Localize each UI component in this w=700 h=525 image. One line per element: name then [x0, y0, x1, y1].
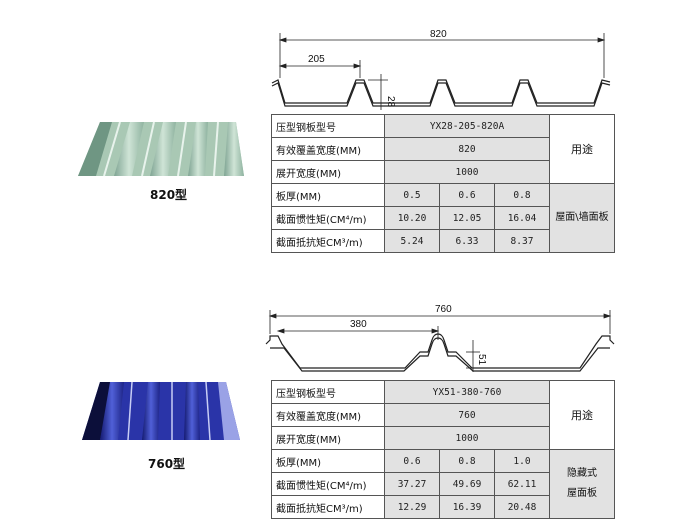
resist-value: 20.48	[494, 495, 550, 519]
usage-value-line1: 隐藏式	[567, 468, 597, 479]
usage-header: 用途	[549, 114, 615, 184]
unfold-value: 1000	[384, 160, 550, 184]
table-row: 展开宽度(MM) 1000	[271, 426, 615, 450]
model-value: YX28-205-820A	[384, 114, 550, 138]
usage-header: 用途	[549, 380, 615, 450]
thickness-value: 0.6	[384, 449, 440, 473]
profile-760-outline	[265, 333, 615, 372]
inertia-value: 12.05	[439, 206, 495, 230]
resist-value: 5.24	[384, 229, 440, 253]
resist-value: 8.37	[494, 229, 550, 253]
inertia-value: 16.04	[494, 206, 550, 230]
thickness-label: 板厚(MM)	[271, 183, 385, 207]
unfold-value: 1000	[384, 426, 550, 450]
thickness-value: 0.5	[384, 183, 440, 207]
resist-label: 截面抵抗矩CM³/m)	[271, 495, 385, 519]
thickness-value: 0.8	[439, 449, 495, 473]
usage-value-line2: 屋面板	[567, 488, 597, 499]
unfold-label: 展开宽度(MM)	[271, 160, 385, 184]
inertia-label: 截面惯性矩(CM⁴/m)	[271, 206, 385, 230]
spec-table-820: 压型钢板型号 YX28-205-820A 用途 有效覆盖宽度(MM) 820 展…	[271, 114, 615, 253]
coverage-label: 有效覆盖宽度(MM)	[271, 137, 385, 161]
table-row: 压型钢板型号 YX28-205-820A 用途	[271, 114, 615, 184]
usage-value: 隐藏式 屋面板	[549, 449, 615, 519]
table-row: 板厚(MM) 0.6 0.8 1.0 隐藏式 屋面板	[271, 449, 615, 519]
inertia-value: 62.11	[494, 472, 550, 496]
table-row: 截面抵抗矩CM³/m) 5.24 6.33 8.37	[271, 229, 615, 253]
usage-value: 屋面\墙面板	[549, 183, 615, 253]
coverage-value: 760	[384, 403, 550, 427]
model-label: 压型钢板型号	[271, 114, 385, 138]
inertia-value: 37.27	[384, 472, 440, 496]
table-row: 板厚(MM) 0.5 0.6 0.8 屋面\墙面板	[271, 183, 615, 253]
panel1-caption: 820型	[150, 188, 188, 202]
table-row: 有效覆盖宽度(MM) 760	[271, 403, 615, 427]
panel2-caption: 760型	[148, 457, 186, 471]
dim-label-760: 760	[435, 304, 452, 315]
thickness-label: 板厚(MM)	[271, 449, 385, 473]
inertia-value: 10.20	[384, 206, 440, 230]
resist-value: 16.39	[439, 495, 495, 519]
table-row: 展开宽度(MM) 1000	[271, 160, 615, 184]
inertia-label: 截面惯性矩(CM⁴/m)	[271, 472, 385, 496]
model-value: YX51-380-760	[384, 380, 550, 404]
spec-table-760: 压型钢板型号 YX51-380-760 用途 有效覆盖宽度(MM) 760 展开…	[271, 380, 615, 519]
dim-label-28: 28	[385, 96, 396, 108]
coverage-value: 820	[384, 137, 550, 161]
coverage-label: 有效覆盖宽度(MM)	[271, 403, 385, 427]
dim-label-820: 820	[430, 29, 447, 40]
profile-820-outline	[271, 79, 611, 107]
resist-value: 6.33	[439, 229, 495, 253]
thickness-value: 0.8	[494, 183, 550, 207]
table-row: 截面抵抗矩CM³/m) 12.29 16.39 20.48	[271, 495, 615, 519]
dim-label-380: 380	[350, 319, 367, 330]
table-row: 截面惯性矩(CM⁴/m) 10.20 12.05 16.04	[271, 206, 615, 230]
unfold-label: 展开宽度(MM)	[271, 426, 385, 450]
model-label: 压型钢板型号	[271, 380, 385, 404]
thickness-value: 1.0	[494, 449, 550, 473]
resist-label: 截面抵抗矩CM³/m)	[271, 229, 385, 253]
dim-label-51: 51	[476, 354, 487, 366]
resist-value: 12.29	[384, 495, 440, 519]
table-row: 压型钢板型号 YX51-380-760 用途	[271, 380, 615, 450]
thickness-value: 0.6	[439, 183, 495, 207]
inertia-value: 49.69	[439, 472, 495, 496]
table-row: 有效覆盖宽度(MM) 820	[271, 137, 615, 161]
dim-label-205: 205	[308, 54, 325, 65]
